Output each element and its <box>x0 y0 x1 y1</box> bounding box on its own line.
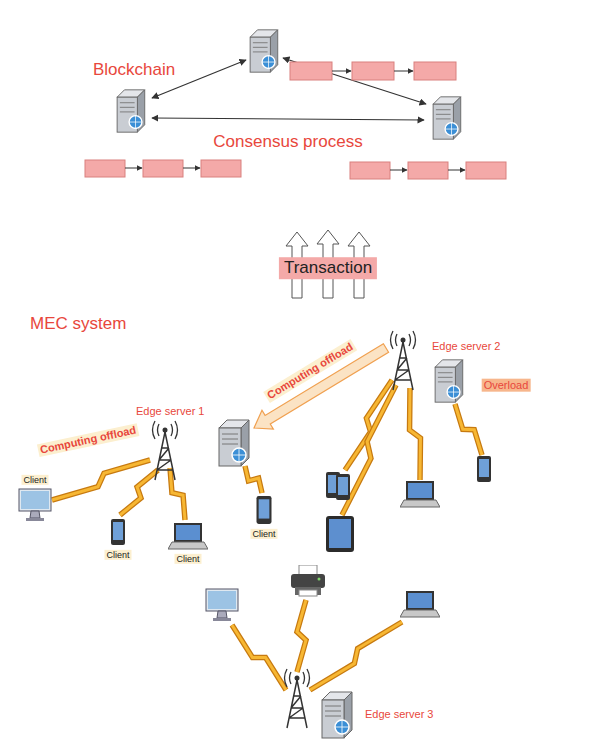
chain-arrow <box>125 71 465 170</box>
edge-label: Transaction <box>279 257 377 279</box>
server-icon <box>219 420 249 466</box>
client-label: Client <box>250 529 277 539</box>
wireless-bolt <box>297 600 306 672</box>
node-outline <box>3 298 602 752</box>
wireless-bolt <box>410 388 421 480</box>
mec-system-panel: MEC systemEdge server 1 Edge server 2 Edge… <box>3 298 602 752</box>
client-label: Client <box>21 475 48 485</box>
wireless-bolt <box>232 625 286 690</box>
node-outline <box>272 318 600 563</box>
coverage-circle: Edge server 1 <box>8 385 370 575</box>
wireless-bolt <box>245 466 262 493</box>
wireless-bolt <box>170 468 185 520</box>
server-icon <box>250 30 278 72</box>
client-tablet <box>326 516 354 552</box>
coverage-circle: Edge server 2 <box>272 318 600 563</box>
wireless-bolt <box>410 388 421 480</box>
server-icon <box>433 97 461 139</box>
wireless-bolt <box>342 385 396 515</box>
server-icon <box>117 90 145 132</box>
server-icon <box>435 360 463 402</box>
client-label: Client <box>174 554 201 564</box>
client-phone <box>477 456 491 482</box>
wireless-bolt <box>455 404 482 455</box>
base-station <box>153 421 178 480</box>
node-outline <box>35 20 565 230</box>
base-station <box>391 331 416 390</box>
client-laptop <box>400 481 440 507</box>
wireless-bolt <box>52 460 150 500</box>
wireless-bolt <box>52 460 150 500</box>
node-title: Blockchain <box>93 60 175 80</box>
outline-rect <box>4 299 602 752</box>
wireless-bolt <box>455 404 482 455</box>
wireless-bolt <box>232 625 286 690</box>
node-title: MEC system <box>30 314 126 334</box>
node-title: Edge server 2 <box>432 340 500 353</box>
wireless-bolt <box>245 466 262 493</box>
offload-label: Computing offload <box>37 423 139 457</box>
outline-ellipse <box>36 21 564 229</box>
wireless-bolt <box>297 600 306 672</box>
client-monitor <box>206 589 238 621</box>
wireless-bolt <box>342 385 396 515</box>
client-monitor <box>19 489 51 521</box>
client-laptop <box>168 523 208 549</box>
consensus-arrow <box>152 118 424 120</box>
node-title: Edge server 1 <box>136 405 204 418</box>
blockchain-region: Blockchain <box>35 20 565 230</box>
client-phone <box>111 519 125 545</box>
client-printer <box>291 565 325 596</box>
client-phone <box>336 474 350 500</box>
client-label: Client <box>104 550 131 560</box>
wireless-bolt <box>310 622 402 690</box>
wireless-bolt <box>170 468 185 520</box>
wireless-bolt <box>310 622 402 690</box>
status-tag: Overload <box>482 379 531 392</box>
outline-ellipse <box>141 523 504 749</box>
client-laptop <box>400 591 440 617</box>
wireless-bolt <box>120 470 158 515</box>
consensus-arrow <box>283 58 426 104</box>
consensus-label: Consensus process <box>211 132 364 152</box>
base-station <box>285 669 310 728</box>
client-phone <box>257 496 272 524</box>
node-title: Edge server 3 <box>365 708 433 721</box>
server-icon <box>322 692 352 738</box>
outline-ellipse <box>9 386 369 574</box>
block-chain <box>85 62 506 179</box>
wireless-bolt <box>120 470 158 515</box>
